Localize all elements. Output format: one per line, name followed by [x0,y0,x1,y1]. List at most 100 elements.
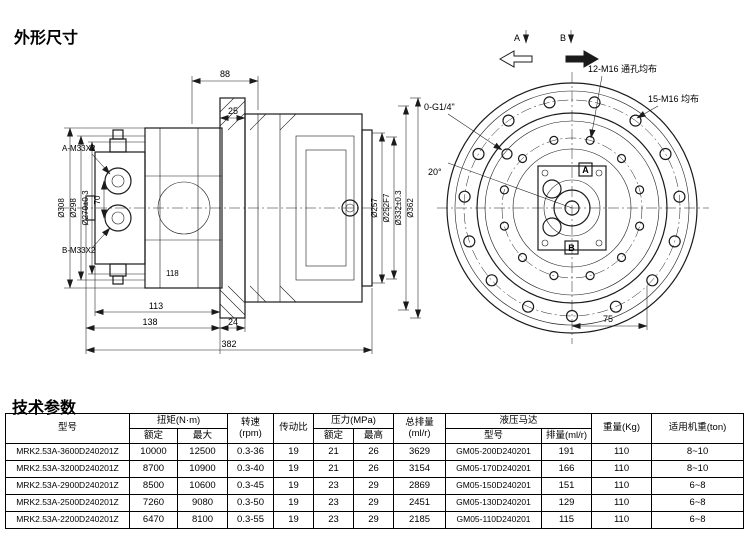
dim-dia257: Ø257 [370,132,386,284]
table-row: MRK2.53A-2900D240201Z 8500 10600 0.3-45 … [5,477,745,495]
cell-motor-displacement: 151 [541,477,593,495]
cell-model: MRK2.53A-2200D240201Z [5,511,130,529]
col-pressure-max: 最高 [353,428,395,444]
table-row: MRK2.53A-2200D240201Z 6470 8100 0.3-55 1… [5,511,745,529]
port-b-circle [104,204,132,232]
cell-model: MRK2.53A-2500D240201Z [5,494,130,512]
dim-dia270-label: Ø270±0.3 [81,190,90,226]
rotation-direction-a: A [498,30,533,68]
cell-torque-max: 12500 [176,443,229,461]
col-displacement-line2: (ml/r) [408,427,431,439]
callout-12-m16-label: 12-M16 通孔均布 [588,63,657,74]
cell-motor-model: GM05-110D240201 [445,511,543,529]
port-a-callout: A-M33X2 [62,144,111,175]
dim-138-label: 138 [142,317,157,327]
table-row: MRK2.53A-3200D240201Z 8700 10900 0.3-40 … [5,460,745,478]
col-model: 型号 [5,413,130,444]
dim-75: 75 [571,286,648,330]
cell-ratio: 19 [273,511,315,529]
col-speed-line1: 转速 [241,416,261,428]
gearbox-drum [244,113,373,303]
header-row-1: 型号 扭矩(N·m) 转速 (rpm) 传动比 压力(MPa) 总排量 (ml/… [5,413,745,444]
front-port-b-label: B [568,243,575,253]
motor-body [144,127,223,289]
dim-dia270: Ø270±0.3 [81,141,145,275]
cell-displacement: 2869 [393,477,447,495]
dim-70: 70 [93,180,108,219]
rotation-direction-b: B [560,30,600,68]
col-motor-model: 型号 [445,428,543,444]
col-displacement-line1: 总排量 [405,416,434,428]
cell-ratio: 19 [273,494,315,512]
side-view: 88 25 Ø308 Ø298 [57,69,422,354]
cell-model: MRK2.53A-3200D240201Z [5,460,130,478]
cell-motor-displacement: 129 [541,494,593,512]
cell-torque-rated: 8700 [129,460,178,478]
cell-pressure-rated: 23 [313,511,355,529]
dim-75-label: 75 [603,314,613,324]
cell-machine-weight: 8~10 [651,460,745,478]
col-torque-max: 最大 [176,428,229,444]
cell-weight: 110 [591,460,653,478]
cell-torque-max: 10900 [176,460,229,478]
hollow-left-arrow-icon [498,50,533,68]
callout-g14-label: 0-G1/4" [424,102,455,112]
section-title-parameters: 技术参数 [12,400,77,417]
cell-displacement: 2451 [393,494,447,512]
direction-b-label: B [560,33,566,43]
cell-torque-rated: 7260 [129,494,178,512]
dim-24-label: 24 [228,317,238,327]
cell-machine-weight: 6~8 [651,494,745,512]
technical-drawing: 88 25 Ø308 Ø298 [57,30,709,354]
dim-dia308: Ø308 [57,127,145,289]
col-speed-line2: (rpm) [239,427,262,439]
cell-torque-rated: 6470 [129,511,178,529]
port-b-box [564,240,579,255]
callout-15-m16-label: 15-M16 均布 [648,93,699,104]
dim-dia252: Ø252F7 [382,136,398,280]
col-ratio: 传动比 [273,413,315,444]
dim-88-label: 88 [220,69,230,79]
cell-speed: 0.3-36 [227,443,275,461]
dim-382: 382 [85,288,373,354]
table-row: MRK2.53A-3600D240201Z 10000 12500 0.3-36… [5,443,745,461]
cell-weight: 110 [591,477,653,495]
dim-113-label: 113 [149,301,163,311]
cell-weight: 110 [591,443,653,461]
dim-24: 24 [219,317,246,332]
col-displacement: 总排量 (ml/r) [393,413,447,444]
cell-model: MRK2.53A-3600D240201Z [5,443,130,461]
col-torque: 扭矩(N·m) [128,413,229,429]
port-a-label: A-M33X2 [62,144,96,153]
dim-382-label: 382 [221,339,236,349]
cell-pressure-max: 29 [353,494,395,512]
cell-pressure-max: 29 [353,511,395,529]
callout-g14-port: 0-G1/4" [424,102,513,160]
cell-weight: 110 [591,511,653,529]
cell-torque-rated: 10000 [129,443,178,461]
port-b-callout: B-M33X2 [62,227,111,255]
dim-70-label: 70 [93,195,102,204]
cell-motor-model: GM05-130D240201 [445,494,543,512]
section-title-dimensions: 外形尺寸 [14,30,79,47]
spec-table: 型号 扭矩(N·m) 转速 (rpm) 传动比 压力(MPa) 总排量 (ml/… [5,413,745,529]
cell-pressure-rated: 23 [313,494,355,512]
header-row-2: 额定 最大 额定 最高 型号 排量(ml/r) [6,428,744,444]
cell-torque-max: 10600 [176,477,229,495]
cell-machine-weight: 6~8 [651,511,745,529]
cell-motor-displacement: 191 [541,443,593,461]
cell-torque-max: 8100 [176,511,229,529]
bolt-circle-15 [463,99,681,317]
dim-dia362-label: Ø362 [406,198,415,218]
cell-ratio: 19 [273,477,315,495]
direction-a-label: A [514,33,520,43]
cell-motor-model: GM05-170D240201 [445,460,543,478]
dim-dia332-label: Ø332±0.3 [394,190,403,226]
port-b-label: B-M33X2 [62,246,96,255]
dim-88: 88 [191,69,259,124]
dim-dia308-label: Ø308 [57,198,66,218]
bolt-holes-15 [458,96,686,323]
front-view: A B 12-M16 通孔均布 15-M16 均布 0-G1/4" [424,30,709,344]
center-valve-block: A B [537,162,607,255]
cell-model: MRK2.53A-2900D240201Z [5,477,130,495]
